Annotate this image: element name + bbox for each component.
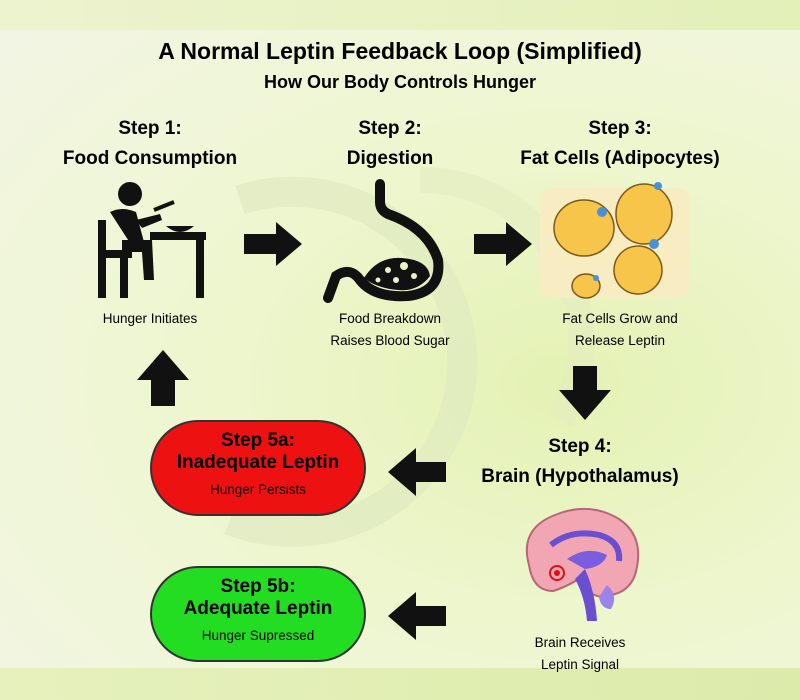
step1-label: Step 1: bbox=[118, 118, 182, 139]
step5a-caption: Hunger Persists bbox=[209, 482, 307, 497]
diagram-title: A Normal Leptin Feedback Loop (Simplifie… bbox=[158, 38, 642, 64]
step3-label: Step 3: bbox=[588, 118, 652, 139]
step2-caption-line2: Raises Blood Sugar bbox=[330, 333, 450, 348]
step3-title: Fat Cells (Adipocytes) bbox=[520, 148, 720, 169]
step4-title: Brain (Hypothalamus) bbox=[481, 466, 679, 487]
step5b-pill: Step 5b: Adequate Leptin Hunger Supresse… bbox=[150, 566, 366, 662]
step1-caption: Hunger Initiates bbox=[102, 311, 198, 326]
fat-cells-icon bbox=[540, 182, 690, 299]
diagram-subtitle: How Our Body Controls Hunger bbox=[264, 72, 536, 92]
step1-heading: Step 1: Food Consumption bbox=[50, 114, 250, 174]
step5b-caption: Hunger Supressed bbox=[201, 628, 315, 643]
arrow-left-icon bbox=[388, 592, 446, 640]
arrow-down-icon bbox=[559, 366, 611, 420]
top-band bbox=[0, 0, 800, 30]
arrow-left-icon bbox=[388, 448, 446, 496]
arrow-right-icon bbox=[244, 222, 302, 266]
step2-title: Digestion bbox=[346, 148, 434, 169]
step4-caption-line1: Brain Receives bbox=[534, 635, 626, 650]
step5a-pill: Step 5a: Inadequate Leptin Hunger Persis… bbox=[150, 420, 366, 516]
arrow-up-icon bbox=[137, 350, 189, 406]
arrow-right-icon bbox=[474, 222, 532, 266]
step1-title: Food Consumption bbox=[62, 148, 238, 169]
step2-caption-line1: Food Breakdown bbox=[338, 311, 442, 326]
step3-caption-line2: Release Leptin bbox=[574, 333, 666, 348]
bottom-band bbox=[0, 668, 800, 700]
step5b-label: Step 5b: bbox=[220, 576, 296, 597]
step2-heading: Step 2: Digestion bbox=[290, 114, 490, 174]
step3-heading: Step 3: Fat Cells (Adipocytes) bbox=[500, 114, 740, 174]
step5a-label: Step 5a: bbox=[221, 430, 295, 451]
step2-label: Step 2: bbox=[358, 118, 422, 139]
step4-caption: Brain Receives Leptin Signal bbox=[480, 632, 680, 676]
stomach-icon bbox=[323, 179, 444, 303]
step4-label: Step 4: bbox=[548, 436, 612, 457]
step5a-title: Inadequate Leptin bbox=[176, 452, 340, 473]
step3-caption-line1: Fat Cells Grow and bbox=[562, 311, 678, 326]
step3-caption: Fat Cells Grow and Release Leptin bbox=[510, 308, 730, 352]
step4-caption-line2: Leptin Signal bbox=[540, 657, 620, 672]
step4-heading: Step 4: Brain (Hypothalamus) bbox=[460, 432, 700, 492]
brain-icon bbox=[525, 507, 640, 621]
step5b-title: Adequate Leptin bbox=[183, 598, 333, 619]
step2-caption: Food Breakdown Raises Blood Sugar bbox=[290, 308, 490, 352]
person-eating-icon bbox=[98, 182, 206, 298]
